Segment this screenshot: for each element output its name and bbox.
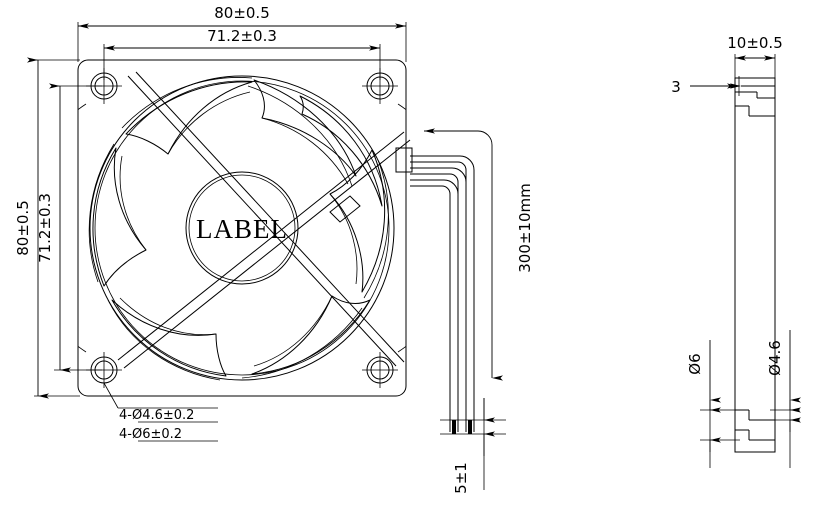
dim-width-overall: 80±0.5 (214, 4, 270, 22)
dim-through-hole-dia: Ø4.6 (766, 340, 784, 376)
side-top-counterbore (735, 91, 775, 117)
left-dimensions: 80±0.5 71.2±0.3 (14, 57, 102, 399)
dim-counterbore-dia: Ø6 (686, 353, 704, 374)
dim-lead-strip: 5±1 (452, 462, 470, 494)
fan-venturi-bore-inner (94, 80, 390, 376)
dim-height-overall: 80±0.5 (14, 200, 32, 256)
wire-leads: 300±10mm 5±1 (410, 128, 534, 494)
front-view: LABEL (77, 59, 413, 397)
fan-frame-outline (77, 59, 407, 397)
side-view: 10±0.5 3 Ø6 Ø4.6 (671, 34, 801, 468)
side-bottom-counterbore (735, 409, 775, 441)
lead-wire-3 (410, 179, 459, 434)
fan-hub-circle (185, 171, 299, 285)
impeller-blade-outlines (88, 77, 389, 381)
impeller-blade-details (119, 91, 358, 367)
dim-depth-overall: 10±0.5 (727, 34, 783, 52)
fan-hub-circle-inner (188, 174, 296, 282)
wire-exit-boss (329, 147, 413, 223)
dim-flange-depth: 3 (671, 78, 681, 96)
dim-lead-length: 300±10mm (516, 183, 534, 273)
mounting-hole-bottom-right (362, 352, 398, 388)
side-profile-outline (734, 77, 776, 453)
lead-wire-1 (410, 155, 475, 434)
dim-height-hole-pitch: 71.2±0.3 (36, 193, 54, 263)
top-dimensions: 80±0.5 71.2±0.3 (77, 4, 407, 80)
callout-through-hole: 4-Ø4.6±0.2 (119, 408, 194, 423)
hub-label-text: LABEL (196, 214, 288, 244)
hole-callouts: 4-Ø4.6±0.2 4-Ø6±0.2 (103, 382, 218, 442)
fan-venturi-bore (89, 75, 395, 381)
support-struts (117, 71, 411, 369)
callout-counterbore: 4-Ø6±0.2 (119, 427, 182, 442)
dim-width-hole-pitch: 71.2±0.3 (207, 27, 277, 45)
